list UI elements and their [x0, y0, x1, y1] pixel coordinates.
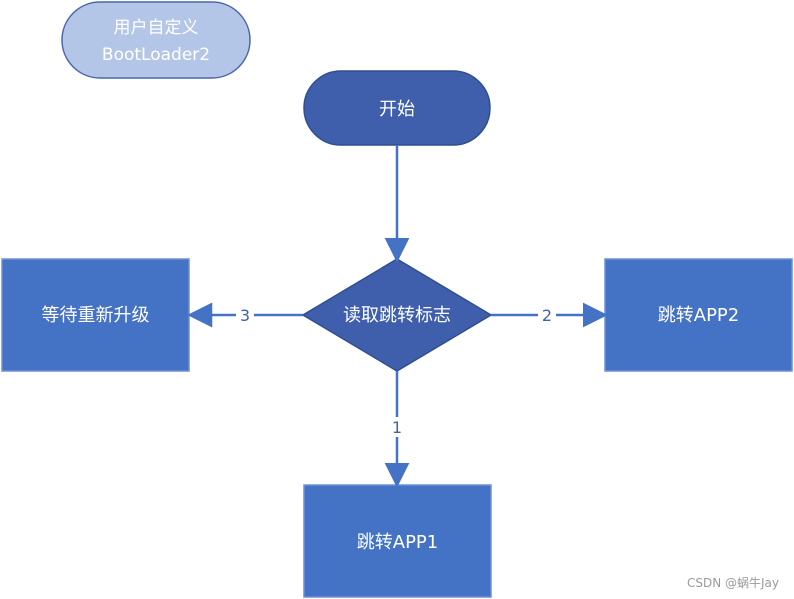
jump-app2-shape — [604, 258, 793, 372]
edge-label-2-bg — [538, 305, 556, 325]
edge-label-3-bg — [236, 305, 254, 325]
jump-app2-label: 跳转APP2 — [658, 305, 739, 326]
legend-shape — [61, 1, 251, 79]
start-node: 开始 — [303, 70, 491, 146]
wait-upgrade-label: 等待重新升级 — [42, 305, 150, 326]
edge-label-1: 1 — [392, 418, 402, 437]
edge-label-1-bg — [388, 417, 406, 437]
edge-label-3: 3 — [240, 306, 250, 325]
legend-node: 用户自定义 BootLoader2 — [61, 1, 251, 79]
jump-app2-node: 跳转APP2 — [604, 258, 793, 372]
legend-title-line-2: BootLoader2 — [102, 45, 210, 65]
decision-label: 读取跳转标志 — [343, 305, 451, 326]
legend-title-line-1: 用户自定义 — [114, 18, 199, 38]
edge-label-2: 2 — [542, 306, 552, 325]
watermark-text: CSDN @蜗牛Jay — [687, 575, 779, 590]
decision-node: 读取跳转标志 — [301, 258, 493, 372]
wait-upgrade-shape — [1, 258, 190, 372]
wait-upgrade-node: 等待重新升级 — [1, 258, 190, 372]
jump-app1-shape — [303, 484, 492, 598]
jump-app1-label: 跳转APP1 — [357, 532, 438, 553]
start-label: 开始 — [379, 99, 415, 120]
jump-app1-node: 跳转APP1 — [303, 484, 492, 598]
